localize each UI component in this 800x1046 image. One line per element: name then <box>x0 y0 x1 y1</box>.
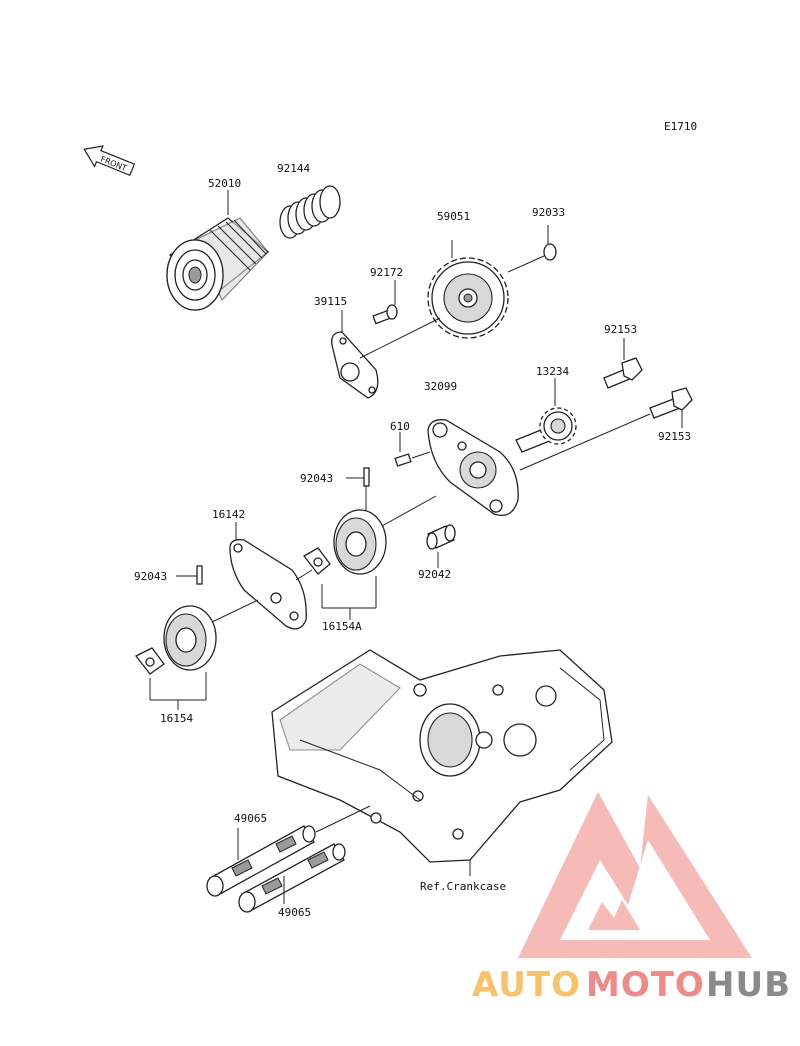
label-16154A: 16154A <box>322 620 362 633</box>
label-16142: 16142 <box>212 508 245 521</box>
circlip <box>507 225 557 273</box>
pin-610 <box>394 432 431 467</box>
bolt-right <box>519 387 693 471</box>
plate <box>331 310 441 399</box>
label-16154: 16154 <box>160 712 193 725</box>
bolt-top <box>603 338 643 389</box>
screw <box>372 280 398 325</box>
label-92172: 92172 <box>370 266 403 279</box>
watermark-logo <box>518 792 752 958</box>
rotor-upper <box>333 495 437 575</box>
watermark-part-auto: AUTO <box>472 965 581 1005</box>
label-59051: 59051 <box>437 210 470 223</box>
spring <box>279 185 341 239</box>
watermark-part-moto: MOTO <box>586 965 705 1005</box>
label-52010: 52010 <box>208 177 241 190</box>
oil-filter <box>166 190 270 311</box>
label-32099: 32099 <box>424 380 457 393</box>
watermark-part-hub: HUB <box>706 965 791 1005</box>
label-49065-upper: 49065 <box>234 812 267 825</box>
label-92043-upper: 92043 <box>300 472 333 485</box>
pin-upper <box>346 467 370 512</box>
label-92153-top: 92153 <box>604 323 637 336</box>
pump-body <box>427 419 519 517</box>
inner-rotor-lower <box>135 647 207 710</box>
label-92144: 92144 <box>277 162 310 175</box>
label-92153-right: 92153 <box>658 430 691 443</box>
label-13234: 13234 <box>536 365 569 378</box>
crankcase <box>271 649 613 876</box>
rotor-lower <box>163 605 217 671</box>
watermark-text: AUTO MOTO HUB <box>472 965 791 1005</box>
strainer-lower <box>238 843 346 913</box>
cover <box>211 522 313 630</box>
strainer-upper <box>206 805 371 897</box>
shaft <box>515 378 577 453</box>
diagram-code: E1710 <box>664 120 697 133</box>
label-39115: 39115 <box>314 295 347 308</box>
front-arrow-icon: FRONT <box>83 145 136 177</box>
gear <box>427 240 509 339</box>
label-92043-lower: 92043 <box>134 570 167 583</box>
inner-rotor-upper <box>303 547 377 620</box>
pin-lower <box>176 565 203 585</box>
ref-crankcase-label: Ref.Crankcase <box>420 880 506 893</box>
label-92033: 92033 <box>532 206 565 219</box>
label-610: 610 <box>390 420 410 433</box>
label-49065-lower: 49065 <box>278 906 311 919</box>
label-92042: 92042 <box>418 568 451 581</box>
collar <box>426 524 456 568</box>
